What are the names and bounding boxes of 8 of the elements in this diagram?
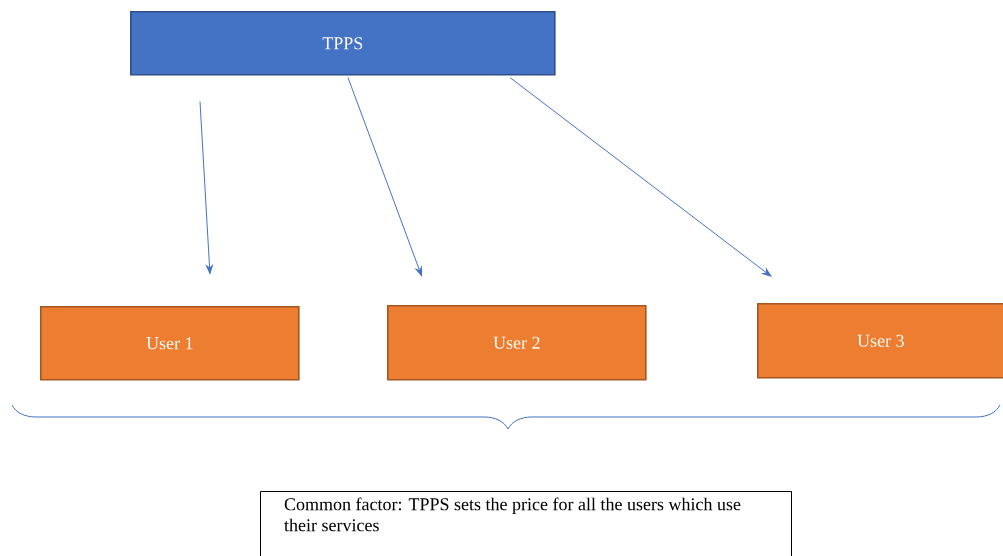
user-box: User 3 [757,303,1003,379]
arrow [347,77,422,277]
user-box: User 1 [40,306,300,381]
user-box: User 2 [387,305,647,381]
note-box: Common factor: TPPS sets the price for all the users which use their services [260,491,792,556]
arrow [509,77,772,277]
arrow [199,101,213,275]
system-box: TPPS [130,11,556,76]
